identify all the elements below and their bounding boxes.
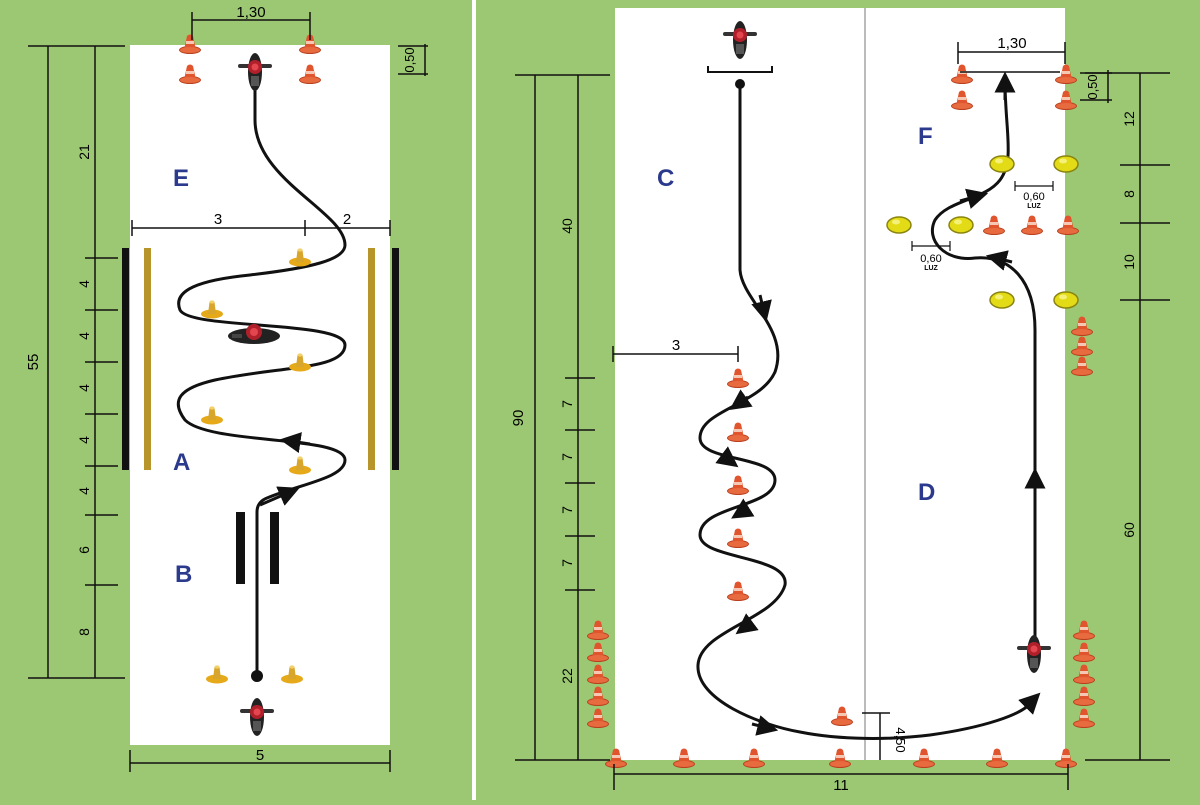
dim-segment-label: 6 [76, 546, 92, 554]
dim-top-gate [191, 12, 311, 40]
dim-bottom-width-label: 5 [256, 747, 264, 764]
dim-gate-depth-label: 0,50 [402, 47, 417, 72]
zone-label-f: F [918, 123, 933, 150]
guide-bar-left [144, 248, 151, 470]
right-panel: C D F 1,30 0,50 12 8 10 60 [510, 8, 1170, 794]
zone-label-a: A [173, 449, 190, 476]
dim-right-total [515, 74, 610, 761]
arrow-c6 [751, 715, 779, 736]
dim-luz-upper [1014, 181, 1054, 191]
plank-bar-left [236, 512, 245, 584]
dim-segment-label: 7 [559, 400, 575, 408]
dim-gate-depth-right-label: 0,50 [1085, 74, 1100, 99]
dim-total-length-label: 55 [25, 354, 42, 371]
dim-segment-label: 7 [559, 453, 575, 461]
zone-label-b: B [175, 561, 192, 588]
dim-segment-label: 7 [559, 506, 575, 514]
dim-right-total-label: 90 [510, 410, 527, 427]
left-route-path [176, 80, 347, 676]
dim-gate-width-right-label: 1,30 [997, 35, 1026, 52]
start-bracket [707, 66, 773, 73]
dim-segment-label: 4 [76, 487, 92, 495]
ball-marker-icon [989, 155, 1015, 173]
panel-divider [472, 0, 476, 800]
dim-bottom-width [129, 750, 391, 772]
luz-upper-unit: LUZ [1027, 203, 1041, 210]
dim-end-offset-label: 4,50 [893, 727, 908, 752]
dim-right-segments [1085, 72, 1170, 761]
start-point-left [251, 670, 263, 682]
ball-marker-icon [1053, 291, 1079, 309]
dim-end-offset [862, 712, 890, 760]
arrow-c1 [751, 294, 772, 323]
dim-segment-label: 4 [76, 332, 92, 340]
boundary-bar-left [122, 248, 129, 470]
dim-total-length [28, 45, 125, 679]
luz-lower-value: 0,60 [920, 253, 941, 265]
dim-segment-label: 7 [559, 559, 575, 567]
zone-label-d: D [918, 479, 935, 506]
arrow-c2 [729, 389, 753, 411]
arrow-c7 [1018, 692, 1041, 715]
dim-segment-label: 4 [76, 436, 92, 444]
arrow-c4 [731, 498, 755, 519]
arrow-a [279, 432, 311, 453]
arrow-b [259, 486, 300, 507]
arrow-d3 [959, 188, 989, 209]
dim-segment-label: 8 [1121, 190, 1137, 198]
dim-segment-label: 22 [559, 668, 575, 684]
ball-marker-icon [886, 216, 912, 234]
ball-marker-icon [948, 216, 974, 234]
dim-top-gate-label: 1,30 [236, 4, 265, 21]
zone-label-e: E [173, 165, 189, 192]
dim-bottom-width-right [613, 764, 1069, 790]
left-panel: E A B 1,30 0,50 3 2 [25, 4, 428, 772]
dim-width-right-label: 2 [343, 211, 351, 228]
dim-segment-label: 10 [1121, 254, 1137, 270]
dim-segment-label: 12 [1121, 111, 1137, 127]
dim-width-split [131, 220, 391, 236]
right-track [615, 8, 1065, 760]
dim-luz-lower [911, 241, 951, 251]
dim-segment-label: 21 [76, 144, 92, 160]
dim-slalom-offset [612, 346, 739, 362]
dim-slalom-offset-label: 3 [672, 337, 680, 354]
ball-marker-icon [989, 291, 1015, 309]
arrow-c3 [715, 446, 739, 468]
ball-marker-icon [1053, 155, 1079, 173]
dim-segment-label: 8 [76, 628, 92, 636]
dim-gate-width-right [957, 42, 1066, 73]
dim-gate-depth [398, 44, 428, 76]
luz-lower-unit: LUZ [924, 265, 938, 272]
arrow-d2 [985, 250, 1013, 271]
boundary-bar-right [392, 248, 399, 470]
guide-bar-right [368, 248, 375, 470]
arrow-c5 [735, 613, 759, 635]
dim-width-left-label: 3 [214, 211, 222, 228]
dim-segment-label: 40 [559, 218, 575, 234]
dim-segment-label: 60 [1121, 522, 1137, 538]
plank-bar-right [270, 512, 279, 584]
luz-upper-value: 0,60 [1023, 191, 1044, 203]
left-track [130, 45, 390, 745]
dim-segment-label: 4 [76, 280, 92, 288]
zone-label-c: C [657, 165, 674, 192]
dim-segment-label: 4 [76, 384, 92, 392]
dim-bottom-width-right-label: 11 [833, 777, 849, 794]
